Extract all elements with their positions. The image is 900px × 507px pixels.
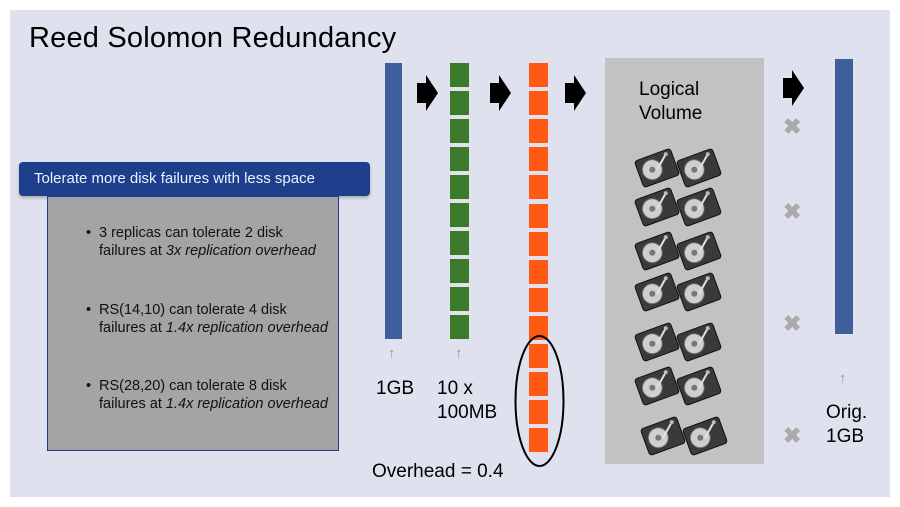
encoded-data-block	[529, 119, 548, 144]
bullet-rs-14-10: • RS(14,10) can tolerate 4 disk failures…	[86, 302, 328, 336]
hundred-mb-label: 100MB	[437, 402, 498, 423]
data-block	[450, 203, 469, 227]
callout-header: Tolerate more disk failures with less sp…	[19, 162, 370, 196]
hard-disk-icon	[676, 272, 722, 312]
up-arrow-icon: ↑	[455, 345, 463, 362]
overhead-label: Overhead = 0.4	[372, 461, 504, 482]
hard-disk-icon	[676, 366, 722, 406]
encoded-data-block	[529, 231, 548, 256]
bullet-rs-28-20: • RS(28,20) can tolerate 8 disk failures…	[86, 378, 328, 412]
hard-disk-icon	[676, 231, 722, 271]
hard-disk-icon	[640, 416, 686, 456]
bullet-text: RS(14,10) can tolerate 4 disk failures a…	[99, 302, 287, 336]
parity-block	[529, 372, 548, 397]
data-block	[450, 259, 469, 283]
right-arrow-icon	[565, 75, 586, 111]
data-block	[450, 91, 469, 115]
hard-disk-icon	[682, 416, 728, 456]
parity-block	[529, 428, 548, 453]
encoded-data-block	[529, 175, 548, 200]
right-arrow-icon	[490, 75, 511, 111]
encoded-data-block	[529, 203, 548, 228]
bullet-emphasis: 1.4x replication overhead	[165, 320, 328, 336]
encoded-data-block	[529, 147, 548, 172]
x-mark-icon: ✖	[783, 114, 802, 139]
encoded-data-block	[529, 63, 548, 87]
x-mark-icon: ✖	[783, 423, 802, 448]
data-block	[450, 147, 469, 171]
data-block	[450, 175, 469, 199]
bullet-text: 3 replicas can tolerate 2 disk failures …	[99, 225, 283, 259]
hard-disk-icon	[634, 322, 680, 362]
hard-disk-icon	[676, 148, 722, 188]
data-block	[450, 119, 469, 143]
slide-title: Reed Solomon Redundancy	[29, 22, 397, 54]
one-gb-label: 1GB	[376, 378, 415, 399]
logical-volume-label: Logical Volume	[639, 79, 703, 124]
bullet-emphasis: 3x replication overhead	[165, 243, 316, 259]
parity-highlight-ellipse	[514, 335, 565, 467]
encoded-data-block	[529, 287, 548, 312]
bullet-emphasis: 1.4x replication overhead	[165, 396, 328, 412]
hard-disk-icon	[634, 231, 680, 271]
parity-block	[529, 400, 548, 425]
hard-disk-icon	[634, 272, 680, 312]
right-arrow-icon	[417, 75, 438, 111]
encoded-data-block	[529, 259, 548, 284]
x-mark-icon: ✖	[783, 311, 802, 336]
data-block	[450, 231, 469, 255]
right-arrow-icon	[783, 70, 804, 106]
ten-x-label: 10 x	[437, 378, 473, 399]
orig-label: Orig. 1GB	[826, 402, 868, 447]
bullet-replicas: • 3 replicas can tolerate 2 disk failure…	[86, 225, 316, 259]
up-arrow-icon: ↑	[388, 345, 396, 362]
hard-disk-icon	[634, 366, 680, 406]
x-mark-icon: ✖	[783, 199, 802, 224]
original-data-bar	[385, 63, 402, 339]
bullet-text: RS(28,20) can tolerate 8 disk failures a…	[99, 378, 287, 412]
data-block	[450, 315, 469, 339]
data-block	[450, 287, 469, 311]
hard-disk-icon	[676, 322, 722, 362]
reconstructed-data-bar	[835, 59, 853, 334]
hard-disk-icon	[634, 148, 680, 188]
data-block	[450, 63, 469, 87]
up-arrow-icon: ↑	[839, 370, 847, 387]
callout-body	[47, 196, 339, 451]
encoded-data-block	[529, 91, 548, 116]
encoded-data-block	[529, 315, 548, 340]
hard-disk-icon	[676, 187, 722, 227]
parity-block	[529, 344, 548, 368]
hard-disk-icon	[634, 187, 680, 227]
